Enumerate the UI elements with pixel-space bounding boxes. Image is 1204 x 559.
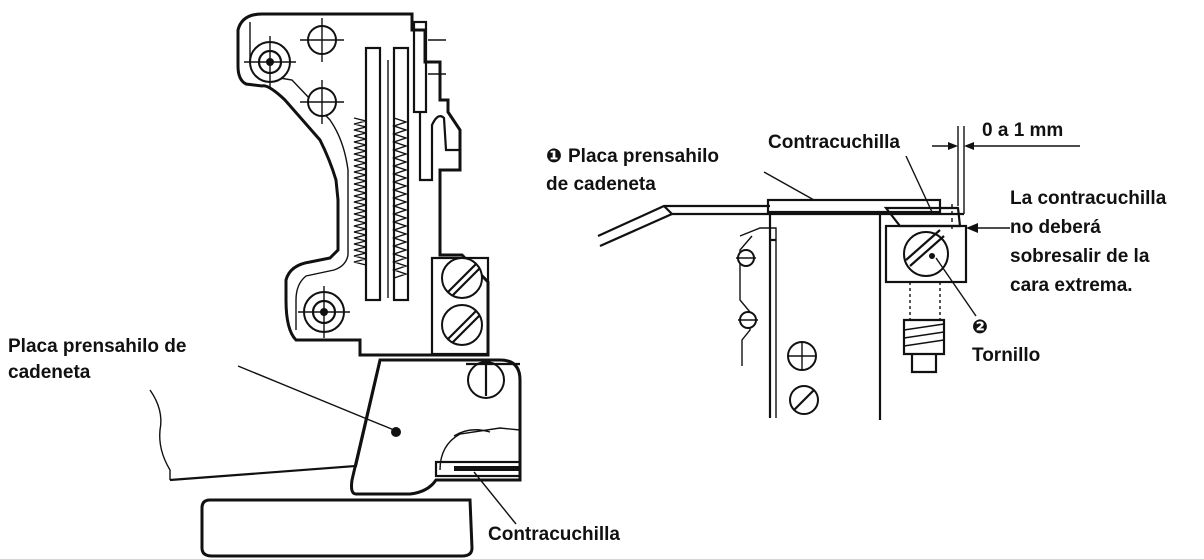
right-mechanism-drawing — [597, 126, 1080, 420]
small-screw-left — [736, 249, 758, 329]
note-line-4: cara extrema. — [1010, 275, 1133, 296]
leader-plate-right — [763, 171, 815, 201]
bottom-screw — [787, 341, 819, 415]
hole-bottom-left — [298, 286, 350, 338]
leader-plate-left — [237, 365, 395, 431]
screw-lower-plate — [467, 361, 505, 399]
counter-knife-right — [883, 206, 962, 228]
label-plate-right-line1: Placa prensahilo — [568, 146, 719, 167]
machine-bed — [200, 498, 474, 558]
break-line — [149, 389, 171, 480]
plate-pointer-dot — [391, 427, 401, 437]
plate-side-slope — [169, 361, 382, 482]
label-screw: Tornillo — [972, 345, 1040, 366]
leader-counter-knife-right — [905, 155, 933, 213]
marker-1: ❶ — [546, 146, 562, 167]
hole-top-right — [300, 18, 344, 62]
label-dimension: 0 a 1 mm — [982, 120, 1063, 141]
marker-2: ❷ — [972, 317, 988, 338]
note-line-2: no deberá — [1010, 217, 1101, 238]
dimension-0-1mm — [932, 126, 1080, 214]
holder-screw — [903, 229, 949, 277]
label-plate-left-line1: Placa prensahilo de — [8, 336, 186, 357]
hole-top-left — [244, 36, 296, 88]
knife-holder-block — [884, 224, 968, 284]
label-plate-left-line2: cadeneta — [8, 362, 91, 383]
leader-counter-knife-left — [473, 471, 517, 525]
hole-middle — [300, 80, 344, 124]
note-line-1: La contracuchilla — [1010, 188, 1167, 209]
leader-screw — [935, 257, 977, 317]
set-screw-upper — [441, 257, 483, 299]
needle-clamp — [412, 20, 460, 182]
label-counter-knife-right: Contracuchilla — [768, 132, 900, 153]
tension-spring — [353, 117, 367, 266]
adjustment-stud — [902, 282, 946, 374]
note-line-3: sobresalir de la — [1010, 246, 1150, 267]
set-screw-lower — [441, 304, 483, 346]
label-counter-knife-left: Contracuchilla — [488, 524, 620, 545]
label-plate-right-line2: de cadeneta — [546, 174, 656, 195]
presser-body — [768, 214, 882, 420]
guide-rail-left — [364, 46, 382, 302]
left-mechanism-drawing — [149, 12, 522, 558]
plate-top-layer — [766, 198, 942, 214]
